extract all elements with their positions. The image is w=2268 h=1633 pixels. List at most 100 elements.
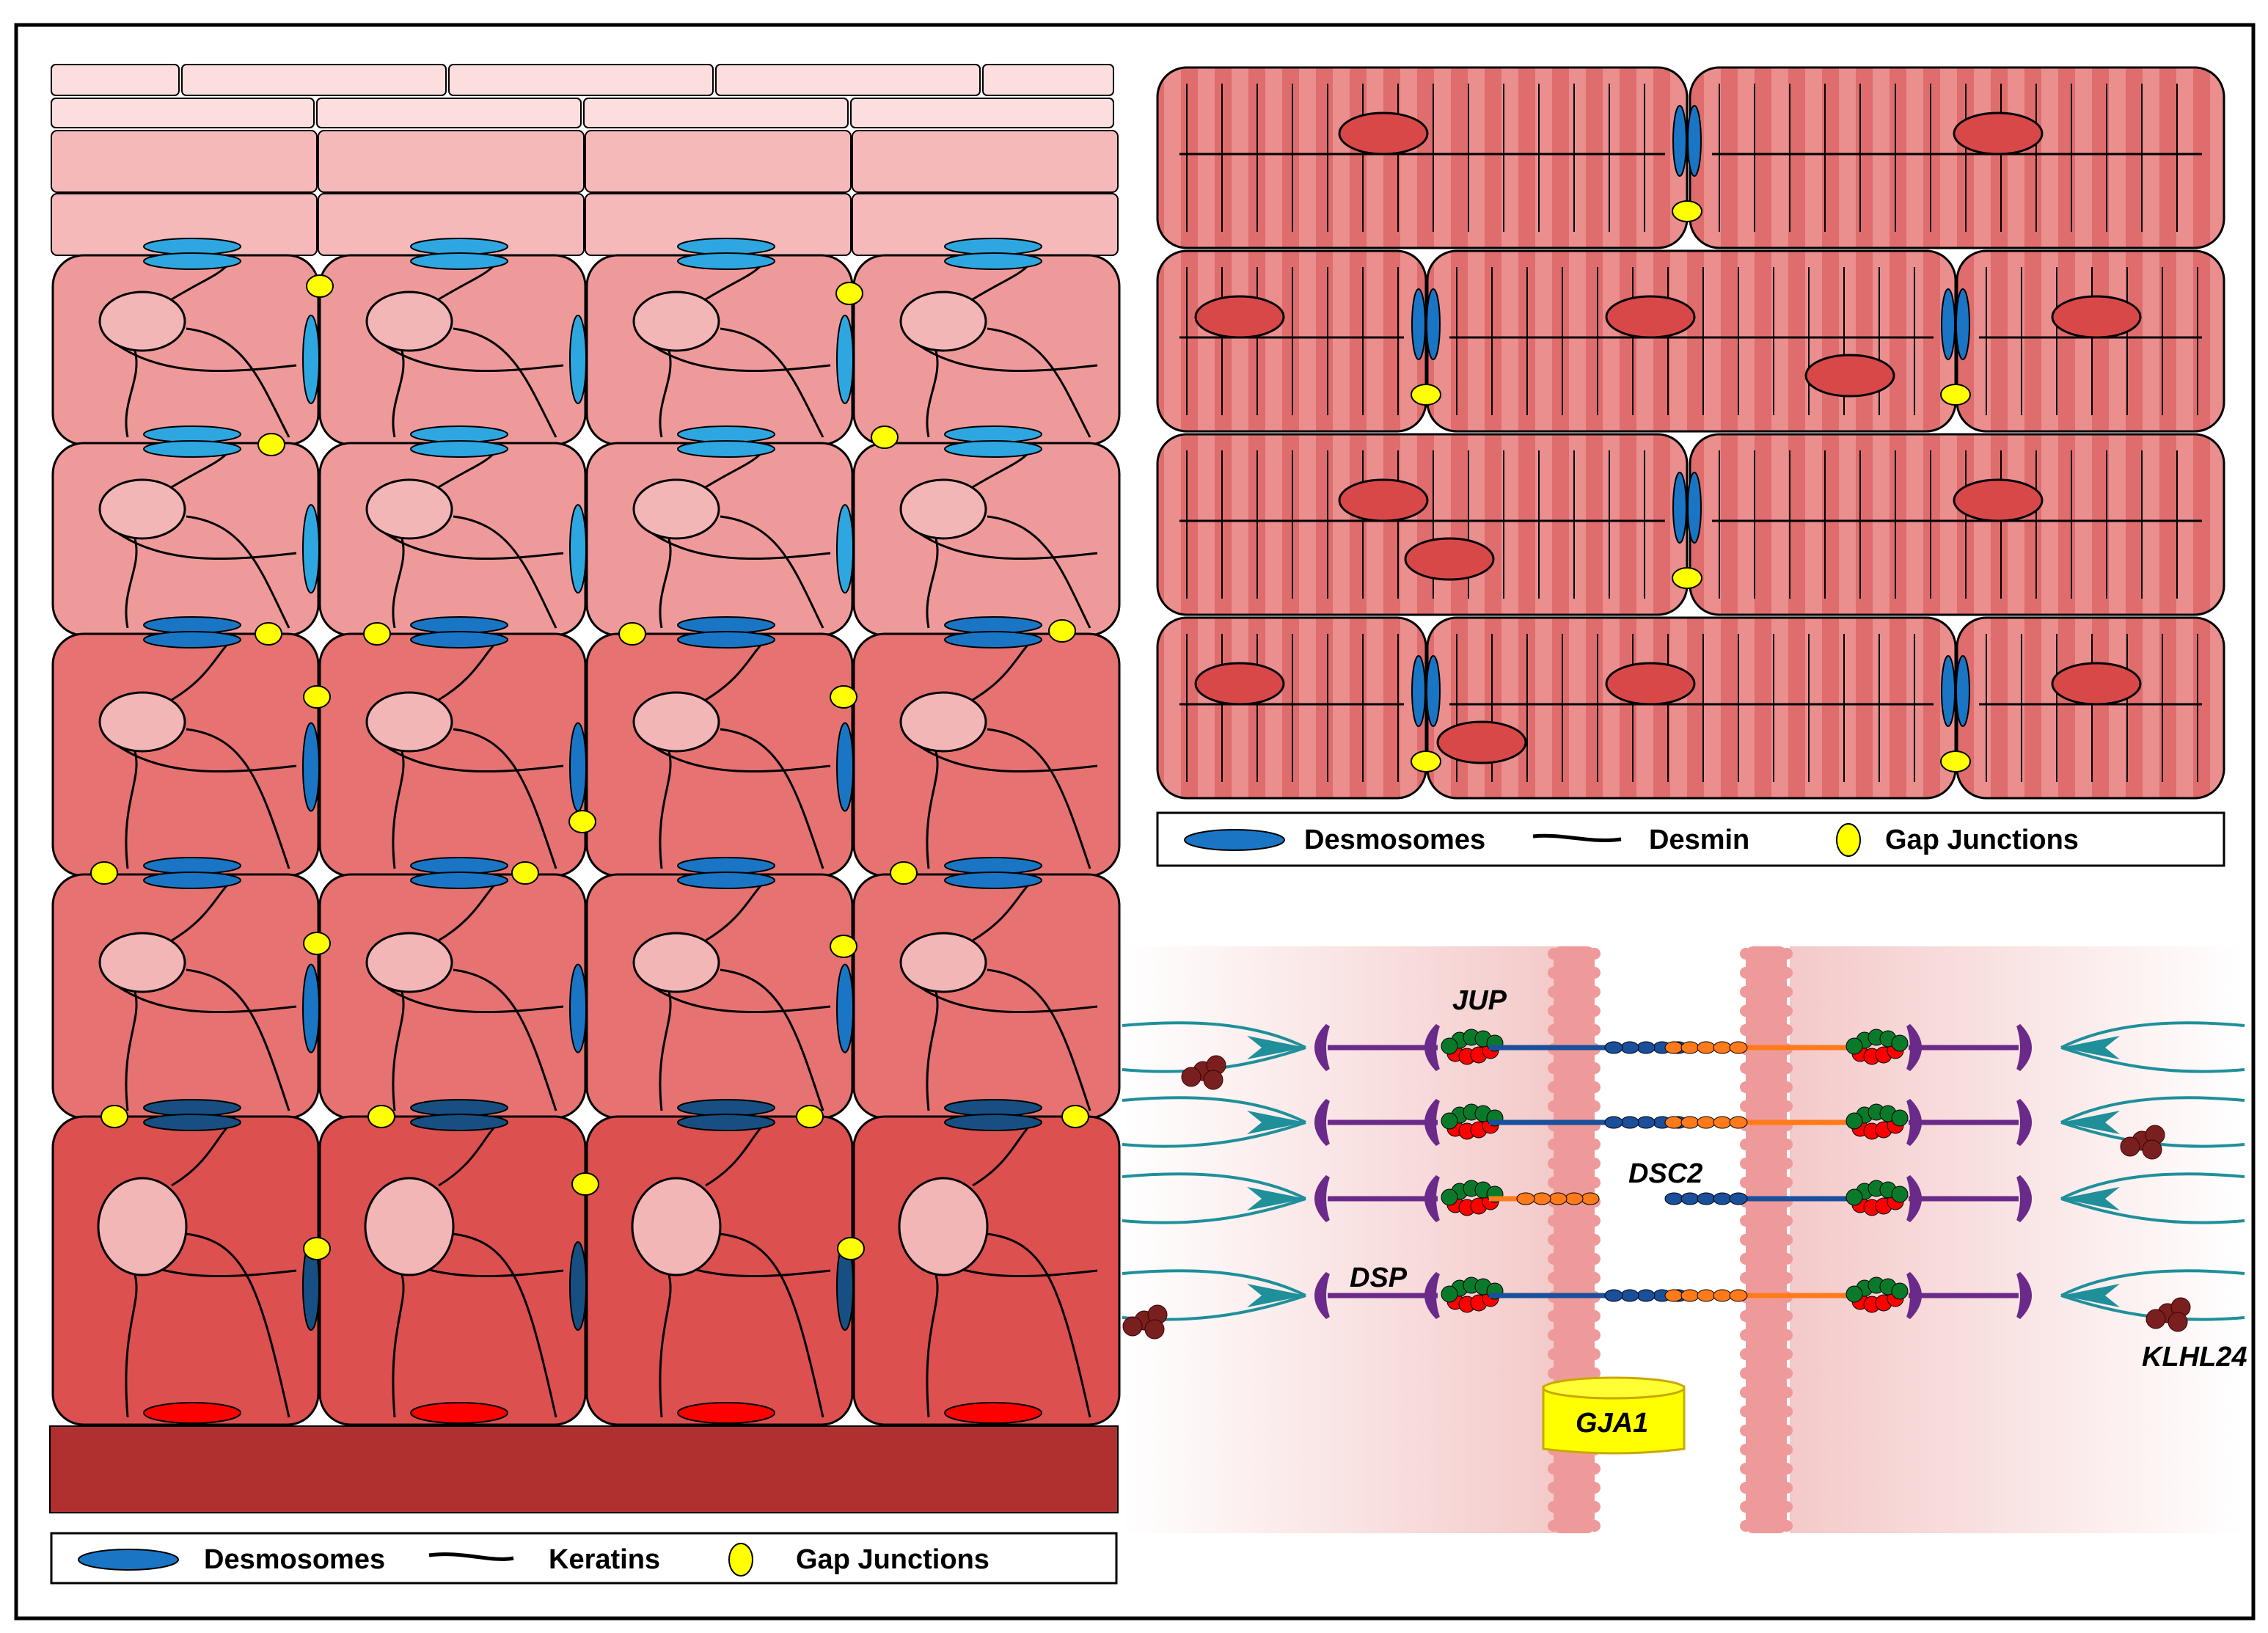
lipid-head bbox=[1781, 1234, 1793, 1246]
lipid-head bbox=[1740, 1005, 1752, 1017]
nucleus bbox=[98, 932, 186, 993]
gap-junction bbox=[255, 622, 282, 646]
gap-junction bbox=[1411, 384, 1441, 406]
cadherin-domain bbox=[1680, 1041, 1700, 1054]
desmosome bbox=[1687, 472, 1702, 544]
keratin-filament bbox=[926, 991, 939, 1111]
desmosome bbox=[1956, 655, 1970, 727]
keratin-filament bbox=[453, 1232, 557, 1418]
nucleus bbox=[364, 1177, 455, 1276]
cadherin-domain bbox=[1713, 1289, 1732, 1302]
lipid-head bbox=[1740, 1215, 1752, 1227]
keratin-filament bbox=[453, 728, 557, 869]
cardiomyocyte bbox=[1156, 66, 1689, 249]
desmosome bbox=[836, 722, 854, 812]
gap-junction bbox=[303, 932, 331, 955]
desmosome bbox=[302, 314, 320, 404]
plaque-protein bbox=[1846, 1037, 1863, 1055]
gap-junction bbox=[571, 1172, 599, 1196]
keratin-filament bbox=[392, 350, 405, 438]
keratin-filament bbox=[906, 976, 1098, 1014]
gap-junction bbox=[1940, 384, 1971, 406]
desmoplakin-head bbox=[2016, 1098, 2032, 1147]
hemidesmosome bbox=[677, 1402, 775, 1424]
desmosome bbox=[677, 440, 775, 458]
lipid-head bbox=[1740, 986, 1752, 998]
cytoplasm-right bbox=[1790, 946, 2245, 1533]
keratin-filament bbox=[987, 515, 1091, 629]
lipid-head bbox=[1781, 1463, 1793, 1475]
lipid-head bbox=[1781, 1062, 1793, 1074]
keratin-filament bbox=[926, 350, 939, 438]
keratinocyte bbox=[585, 1115, 854, 1426]
gap-junction bbox=[511, 861, 539, 885]
desmosome bbox=[302, 963, 320, 1053]
cadherin-domain bbox=[1729, 1192, 1748, 1205]
gap-junction bbox=[890, 861, 918, 885]
lipid-head bbox=[1781, 1177, 1793, 1188]
lipid-head bbox=[1589, 1215, 1601, 1227]
gap-junction bbox=[1940, 750, 1971, 772]
gap-junction bbox=[830, 935, 857, 958]
desmosome bbox=[143, 857, 241, 874]
desmosome bbox=[569, 314, 587, 404]
lipid-head bbox=[1781, 1139, 1793, 1150]
desmosome bbox=[836, 314, 854, 404]
plasma-membrane bbox=[1746, 946, 1787, 1533]
keratin-filament bbox=[972, 1122, 1033, 1187]
keratin-filament bbox=[453, 515, 557, 629]
lipid-head bbox=[1781, 1272, 1793, 1284]
dsp-label: DSP bbox=[1350, 1263, 1408, 1293]
keratin-filament bbox=[125, 991, 138, 1111]
intermediate-filament bbox=[1122, 1269, 1306, 1297]
keratin-filament bbox=[639, 735, 831, 773]
plaque-protein bbox=[1891, 1282, 1909, 1300]
nucleus bbox=[1953, 478, 2044, 522]
keratin-filament bbox=[438, 1122, 499, 1187]
gap-junction bbox=[303, 1237, 331, 1260]
lipid-head bbox=[1740, 1444, 1752, 1455]
desmoplakin-head bbox=[2016, 1271, 2032, 1320]
lipid-head bbox=[1548, 1234, 1559, 1246]
gap-junction bbox=[90, 861, 118, 885]
desmoplakin-head bbox=[1314, 1023, 1330, 1072]
cadherin-domain bbox=[1581, 1192, 1600, 1205]
lipid-head bbox=[1740, 1387, 1752, 1398]
desmosome bbox=[410, 1114, 508, 1131]
keratin-filament bbox=[987, 968, 1091, 1111]
keratin-filament bbox=[639, 335, 831, 373]
filament-tip bbox=[2061, 1111, 2120, 1134]
lipid-head bbox=[1548, 967, 1559, 979]
cytoplasm-left bbox=[1122, 946, 1562, 1533]
lipid-head bbox=[1548, 1310, 1559, 1322]
keratin-filament bbox=[639, 522, 831, 560]
desmosome bbox=[1672, 472, 1687, 544]
keratin-filament bbox=[105, 335, 297, 373]
legend-desmosomes-label: Desmosomes bbox=[204, 1544, 385, 1575]
lipid-head bbox=[1781, 1367, 1793, 1379]
cadherin-domain bbox=[1729, 1289, 1748, 1302]
intermediate-filament bbox=[1122, 1121, 1306, 1148]
filament-tip bbox=[1247, 1111, 1306, 1134]
granular-cell bbox=[51, 130, 318, 193]
basement-membrane bbox=[49, 1425, 1119, 1513]
desmosome bbox=[410, 631, 508, 649]
intermediate-filament bbox=[2060, 1046, 2245, 1073]
hemidesmosome bbox=[944, 1402, 1042, 1424]
keratin-filament bbox=[659, 1274, 672, 1418]
keratin-filament bbox=[720, 515, 824, 629]
keratin-filament bbox=[659, 350, 672, 438]
lipid-head bbox=[1740, 1501, 1752, 1513]
keratin-filament bbox=[659, 538, 672, 629]
lipid-head bbox=[1740, 1100, 1752, 1112]
lipid-head bbox=[1548, 948, 1559, 960]
lipid-head bbox=[1589, 1501, 1601, 1513]
lipid-head bbox=[1740, 967, 1752, 979]
lipid-head bbox=[1740, 1425, 1752, 1436]
desmosome bbox=[677, 252, 775, 270]
lipid-head bbox=[1740, 1024, 1752, 1036]
keratin-filament bbox=[372, 976, 564, 1014]
keratinocyte bbox=[318, 1115, 587, 1426]
keratin-filament bbox=[926, 750, 939, 869]
corneocyte bbox=[850, 98, 1114, 128]
